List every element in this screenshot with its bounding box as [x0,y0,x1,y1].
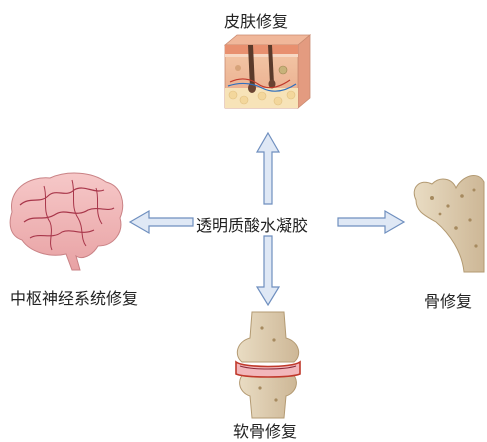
bone-repair-label: 骨修复 [424,288,472,312]
cartilage-repair-label: 软骨修复 [233,418,297,442]
arrow-left [130,211,193,233]
center-label: 透明质酸水凝胶 [196,212,308,236]
knee-joint-icon [236,312,300,418]
arrow-down [257,236,279,305]
skin-cross-section-icon [225,35,310,108]
skin-repair-label: 皮肤修复 [224,8,288,32]
brain-icon [10,173,123,270]
arrow-right [338,211,404,233]
femur-bone-icon [414,175,484,272]
arrow-up [257,133,279,204]
cns-repair-label: 中枢神经系统修复 [10,285,138,309]
